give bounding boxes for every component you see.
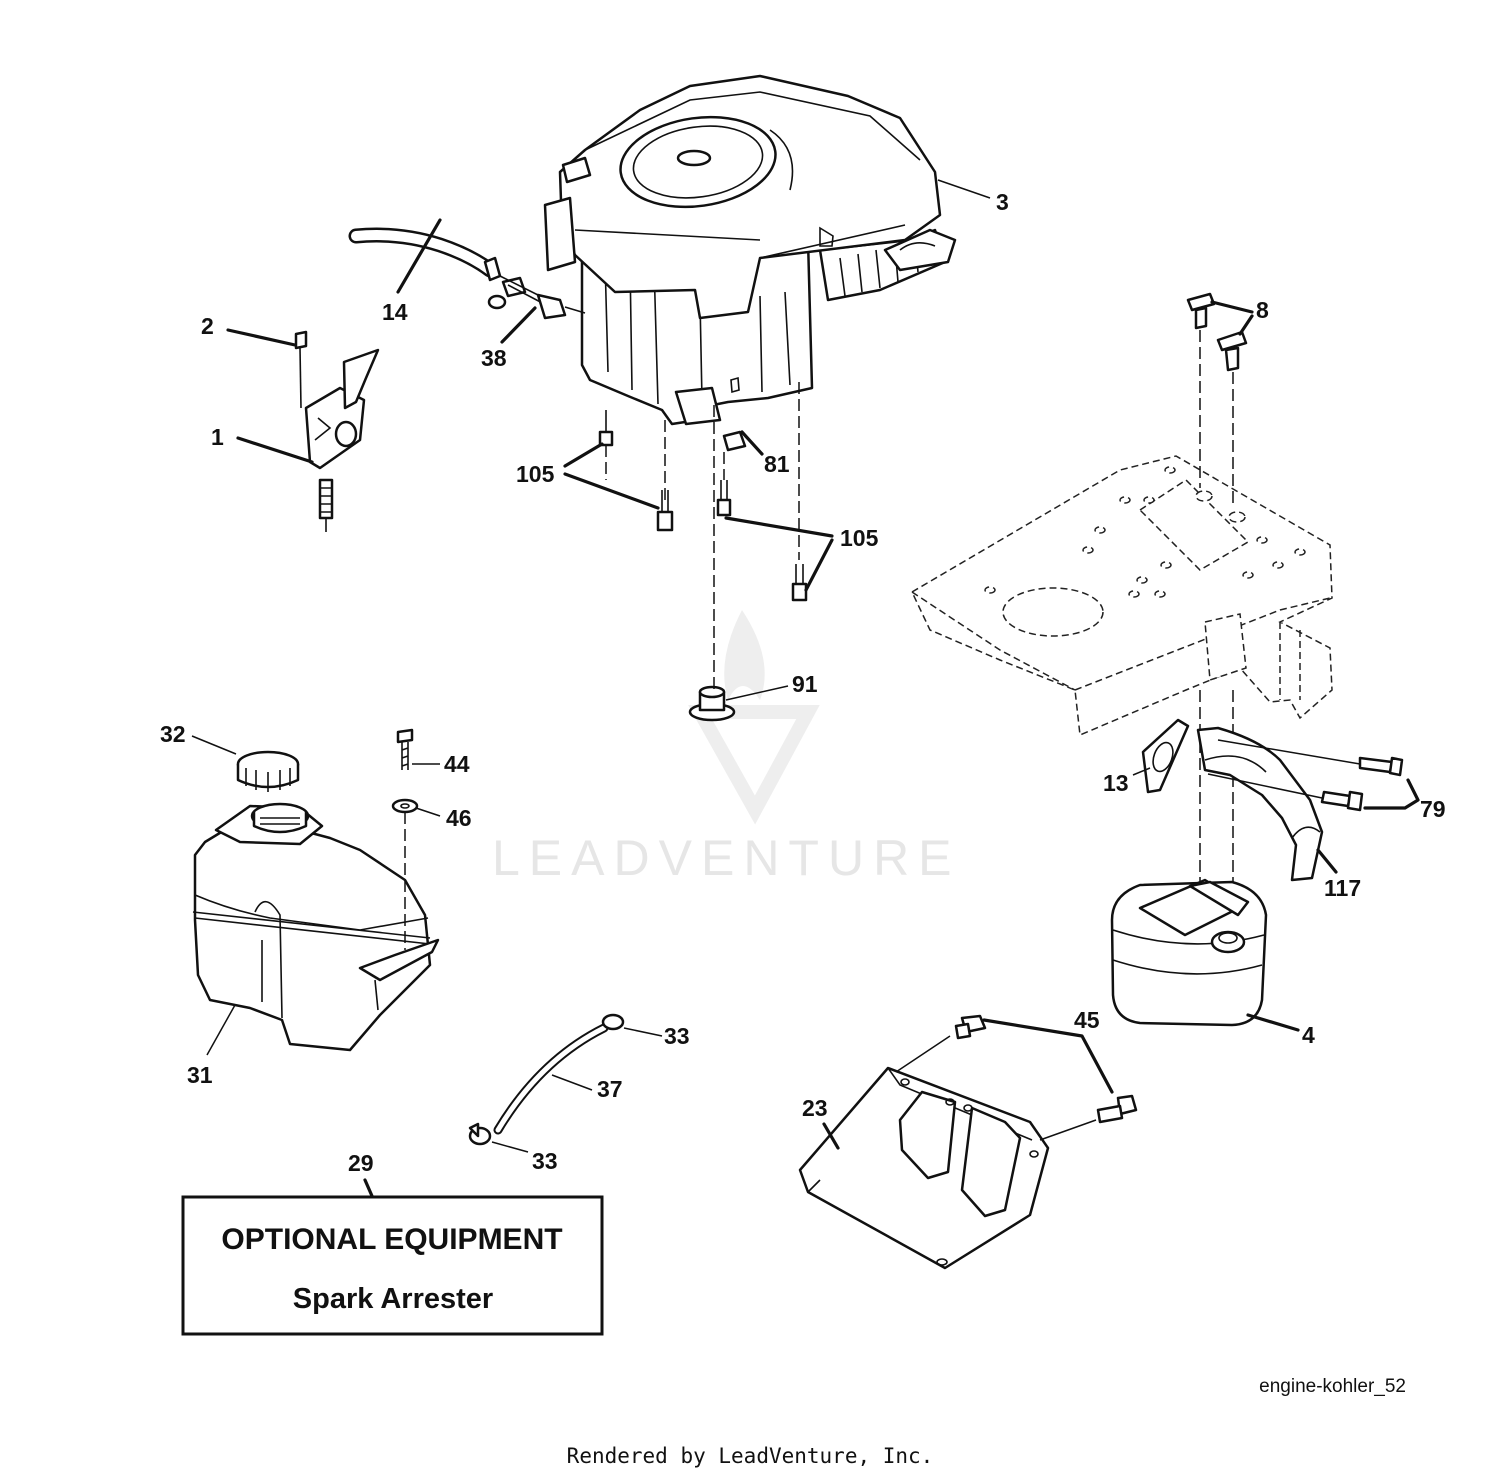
callout-23: 23 [802,1095,828,1121]
callout-79: 79 [1420,796,1446,822]
callout-4: 4 [1302,1022,1315,1048]
callout-29: 29 [348,1150,374,1176]
callout-45: 45 [1074,1007,1100,1033]
callout-117: 117 [1324,875,1361,901]
callout-32: 32 [160,721,186,747]
callout-38: 38 [481,345,507,371]
muffler-assembly [1110,718,1404,1027]
diagram-reference-id: engine-kohler_52 [1259,1376,1406,1397]
callout-33-top: 33 [664,1023,690,1049]
callout-44: 44 [444,751,470,777]
frame-screws [1186,292,1248,372]
optional-equipment-box: OPTIONAL EQUIPMENT Spark Arrester [181,1195,604,1336]
callout-33-bottom: 33 [532,1148,558,1174]
callout-13: 13 [1103,770,1129,796]
callout-91: 91 [792,671,818,697]
callout-105-right: 105 [840,525,879,551]
callout-2: 2 [201,313,214,339]
callout-37: 37 [597,1076,623,1102]
engine-bolts [598,376,808,602]
footer-credit: Rendered by LeadVenture, Inc. [567,1444,934,1468]
throttle-control [294,330,380,532]
fuel-tank-assembly [192,728,440,1052]
callout-105-left: 105 [516,461,555,487]
callout-8: 8 [1256,297,1269,323]
heat-shield [798,1014,1138,1270]
frame-mount-plate [911,455,1333,737]
watermark: LEADVENTURE [492,610,961,886]
callout-14: 14 [382,299,408,325]
watermark-text: LEADVENTURE [492,830,961,886]
optional-equipment-subtitle: Spark Arrester [293,1283,493,1315]
throttle-cable [348,227,586,320]
callout-81: 81 [764,451,790,477]
optional-equipment-title: OPTIONAL EQUIPMENT [221,1223,562,1256]
callout-3: 3 [996,189,1009,215]
engine-assembly [543,74,957,426]
callout-1: 1 [211,424,224,450]
spacer [688,685,736,722]
callout-labels: 2 1 14 38 3 105 105 81 91 8 32 44 46 31 … [160,189,1446,1176]
fuel-line [468,1013,625,1146]
callout-46: 46 [446,805,472,831]
callout-31: 31 [187,1062,213,1088]
frame-holes [984,466,1306,598]
leader-lines [191,179,1420,1198]
